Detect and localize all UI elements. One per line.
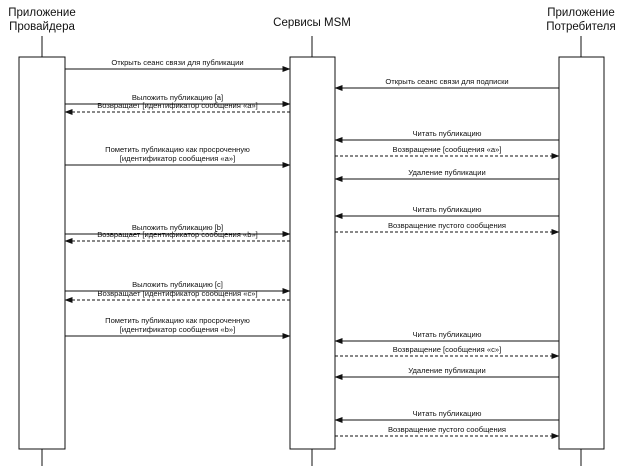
- message-label: Возвращение пустого сообщения: [388, 221, 506, 230]
- message: Читать публикацию: [334, 330, 559, 344]
- activation-consumer: [558, 56, 605, 450]
- message: Возвращает [идентификатор сообщения «b»]: [64, 230, 290, 244]
- participant-provider-header: Приложение Провайдера: [8, 7, 75, 33]
- message: Выложить публикацию [c]: [65, 280, 291, 294]
- message-label: Возвращает [идентификатор сообщения «c»]: [97, 289, 257, 298]
- message-label: Возвращение [сообщения «c»]: [393, 345, 502, 354]
- message: Читать публикацию: [334, 129, 559, 143]
- message: Возвращение [сообщения «a»]: [335, 145, 560, 159]
- message-label: Пометить публикацию как просроченную: [105, 145, 250, 154]
- message: Возвращение пустого сообщения: [335, 221, 560, 235]
- participant-msm-title: Сервисы MSM: [273, 17, 351, 29]
- message: Удаление публикации: [334, 366, 559, 380]
- message: Читать публикацию: [334, 409, 559, 423]
- message-label: Читать публикацию: [413, 205, 482, 214]
- message: Возвращение [сообщения «c»]: [335, 345, 560, 359]
- message-label: Читать публикацию: [413, 409, 482, 418]
- participant-consumer-header: Приложение Потребителя: [546, 7, 615, 33]
- message-label: Удаление публикации: [408, 366, 486, 375]
- activation-provider: [18, 56, 66, 450]
- message-label: Читать публикацию: [413, 330, 482, 339]
- activation-msm: [289, 56, 336, 450]
- message: Выложить публикацию [b]: [65, 223, 291, 237]
- message-label: Возвращение пустого сообщения: [388, 425, 506, 434]
- message-label: [идентификатор сообщения «b»]: [120, 325, 235, 334]
- message-list: Открыть сеанс связи для публикацииОткрыт…: [64, 58, 560, 439]
- message-label: Выложить публикацию [c]: [132, 280, 223, 289]
- message: Выложить публикацию [a]: [65, 93, 291, 107]
- participant-msm-header: Сервисы MSM: [273, 17, 351, 29]
- message-label: Выложить публикацию [a]: [132, 93, 223, 102]
- message: Открыть сеанс связи для публикации: [65, 58, 291, 72]
- message-label: Читать публикацию: [413, 129, 482, 138]
- message: Возвращает [идентификатор сообщения «a»]: [64, 101, 290, 115]
- message-label: Возвращает [идентификатор сообщения «a»]: [97, 101, 258, 110]
- message: Удаление публикации: [334, 168, 559, 182]
- message: Пометить публикацию как просроченную[иде…: [65, 316, 291, 339]
- message-label: Выложить публикацию [b]: [132, 223, 223, 232]
- message-label: Возвращение [сообщения «a»]: [393, 145, 502, 154]
- message-label: Возвращает [идентификатор сообщения «b»]: [97, 230, 258, 239]
- participant-consumer-title-line2: Потребителя: [546, 21, 615, 33]
- message: Пометить публикацию как просроченную[иде…: [65, 145, 291, 168]
- message-label: [идентификатор сообщения «a»]: [120, 154, 235, 163]
- message-label: Удаление публикации: [408, 168, 486, 177]
- message: Читать публикацию: [334, 205, 559, 219]
- message-label: Открыть сеанс связи для подписки: [385, 77, 508, 86]
- participant-provider-title-line1: Приложение: [8, 7, 75, 19]
- message: Возвращает [идентификатор сообщения «c»]: [64, 289, 290, 303]
- message: Открыть сеанс связи для подписки: [334, 77, 559, 91]
- participant-provider-title-line2: Провайдера: [9, 21, 75, 33]
- participant-consumer-title-line1: Приложение: [547, 7, 614, 19]
- message-label: Открыть сеанс связи для публикации: [111, 58, 243, 67]
- message: Возвращение пустого сообщения: [335, 425, 560, 439]
- message-label: Пометить публикацию как просроченную: [105, 316, 250, 325]
